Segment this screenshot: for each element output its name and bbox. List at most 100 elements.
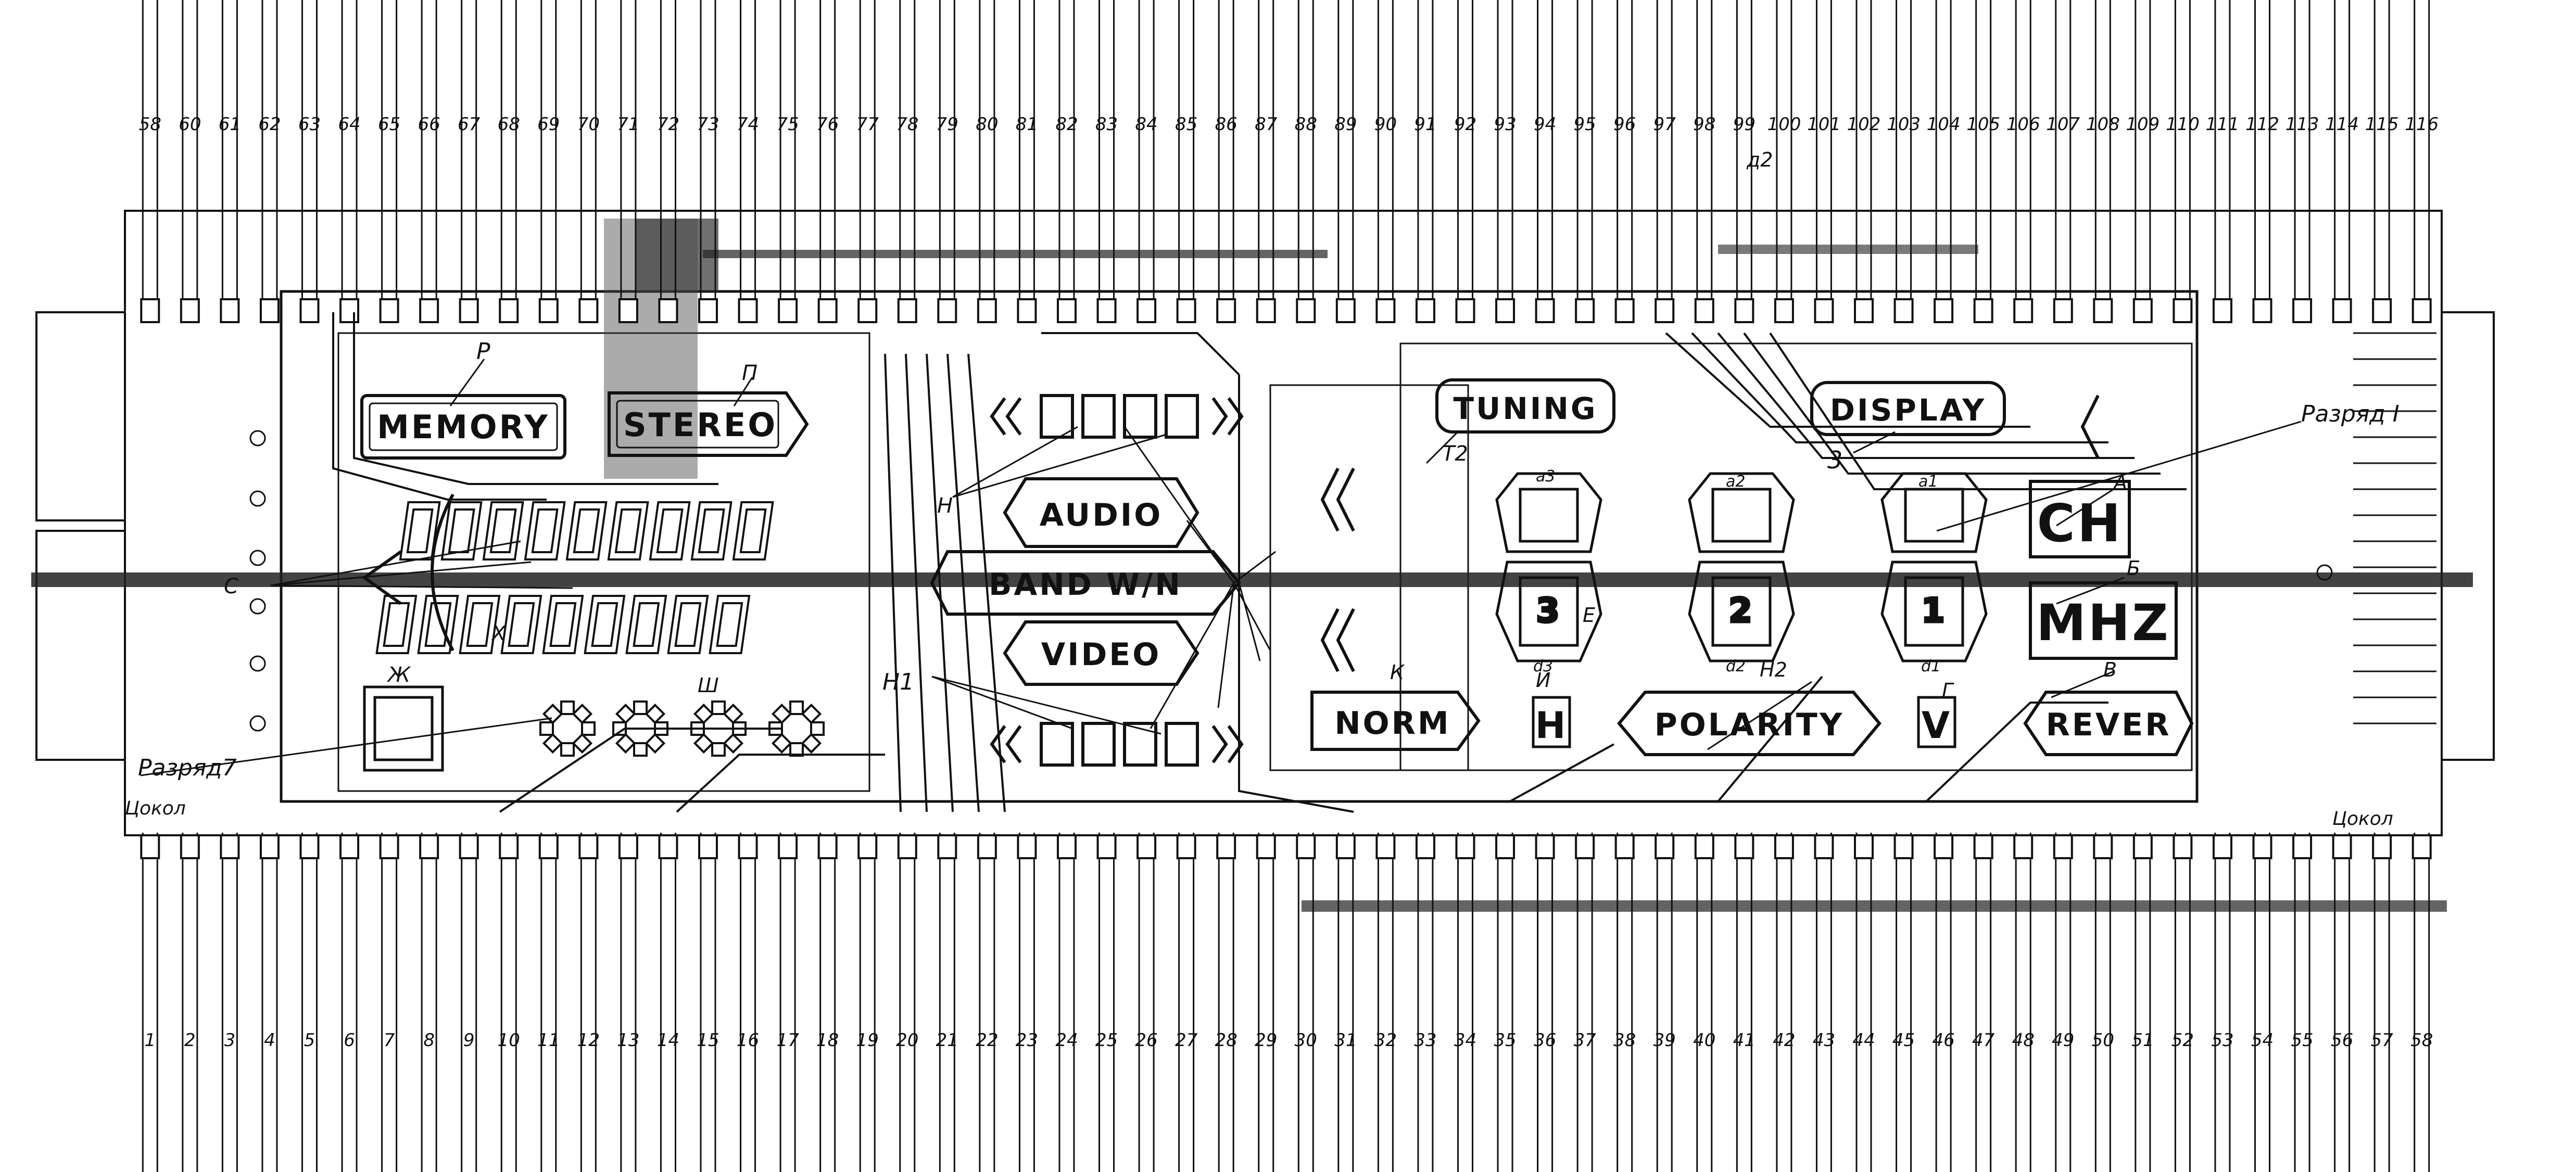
display-label: DISPLAY	[1830, 392, 1986, 428]
pin-label: 97	[1653, 114, 1676, 135]
pin-label: 36	[1534, 1030, 1556, 1051]
pin-label: 23	[1016, 1030, 1038, 1051]
pin-label: 86	[1215, 114, 1238, 135]
annotation-cokol-left: Цокол	[125, 798, 186, 819]
norm-indicator: NORM	[1310, 691, 1481, 751]
pin-label: 93	[1494, 114, 1516, 135]
v-label: V	[1922, 704, 1952, 747]
top-connector-fingers	[142, 0, 2430, 299]
annotation-c: С	[224, 575, 238, 598]
annotation-a3: a3	[1536, 467, 1555, 486]
annotation-a2: a2	[1726, 473, 1745, 491]
pin-label: 108	[2086, 114, 2120, 135]
pin-label: 81	[1016, 114, 1038, 135]
memory-indicator: MEMORY	[360, 394, 566, 460]
pin-label: 111	[2206, 114, 2240, 135]
pin-label: 89	[1334, 114, 1357, 135]
pin-label: 87	[1255, 114, 1278, 135]
top-pads	[140, 298, 2432, 323]
pin-label: 6	[344, 1030, 355, 1051]
band-label: BAND W/N	[989, 567, 1182, 602]
pin-label: 83	[1095, 114, 1118, 135]
pin-label: 46	[1932, 1030, 1954, 1051]
rever-indicator: REVER	[2023, 691, 2194, 756]
pin-label: 28	[1215, 1030, 1238, 1051]
pin-label: 26	[1135, 1030, 1157, 1051]
tuning-indicator: TUNING	[1435, 378, 1615, 434]
pin-label: 24	[1055, 1030, 1078, 1051]
annotation-h2: Н2	[1760, 658, 1787, 681]
pin-label: 70	[577, 114, 600, 135]
pin-label: 92	[1454, 114, 1476, 135]
annotation-x: Х	[491, 622, 506, 645]
display-indicator: DISPLAY	[1810, 381, 2006, 436]
annotation-razryad1: Разряд I	[2301, 401, 2400, 427]
pin-label: 37	[1574, 1030, 1597, 1051]
pin-label: 21	[936, 1030, 958, 1051]
video-label: VIDEO	[1041, 636, 1161, 673]
star-segment-clusters	[539, 700, 825, 757]
pin-label: 40	[1693, 1030, 1715, 1051]
pin-label: 34	[1454, 1030, 1476, 1051]
pin-label: 56	[2331, 1030, 2353, 1051]
pin-label: 33	[1414, 1030, 1436, 1051]
h-indicator: H	[1532, 696, 1571, 748]
stereo-label: STEREO	[623, 406, 777, 444]
small-digit-box	[363, 685, 444, 772]
pin-label: 61	[219, 114, 241, 135]
pin-label: 18	[816, 1030, 839, 1051]
pin-label: 80	[976, 114, 998, 135]
pin-label: 7	[384, 1030, 395, 1051]
pin-label: 50	[2092, 1030, 2114, 1051]
scan-stains	[31, 219, 2473, 912]
bottom-connector-fingers	[142, 833, 2430, 1172]
pin-label: 62	[258, 114, 281, 135]
pin-label: 110	[2166, 114, 2200, 135]
pin-label: 115	[2365, 114, 2399, 135]
audio-indicator: AUDIO	[1003, 477, 1199, 548]
pin-label: 43	[1813, 1030, 1835, 1051]
pin-label: 102	[1847, 114, 1881, 135]
band-indicator: BAND W/N	[930, 550, 1241, 616]
pin-label: 38	[1613, 1030, 1636, 1051]
annotation-p: Р	[476, 338, 490, 365]
annotation-d2: д2	[1746, 148, 1773, 171]
pin-label: 101	[1807, 114, 1841, 135]
pin-label: 19	[856, 1030, 879, 1051]
annotation-pi: П	[742, 361, 757, 385]
pin-label: 107	[2046, 114, 2080, 135]
pin-label: 77	[856, 114, 879, 135]
pin-label: 76	[816, 114, 839, 135]
pin-label: 79	[936, 114, 958, 135]
pin-label: 9	[463, 1030, 475, 1051]
pin-label: 84	[1135, 114, 1157, 135]
pin-label: 94	[1534, 114, 1556, 135]
pin-label: 30	[1295, 1030, 1317, 1051]
pin-label: 31	[1334, 1030, 1357, 1051]
annotation-g: Г	[1942, 679, 1954, 702]
pin-label: 78	[896, 114, 918, 135]
pin-label: 99	[1733, 114, 1756, 135]
pin-label: 72	[657, 114, 679, 135]
pin-label: 51	[2131, 1030, 2154, 1051]
pin-label: 82	[1055, 114, 1078, 135]
annotation-a1: a1	[1918, 473, 1938, 491]
pin-label: 75	[776, 114, 799, 135]
leader-lines	[140, 359, 2302, 776]
pin-label: 5	[304, 1030, 315, 1051]
pin-label: 114	[2325, 114, 2359, 135]
pin-label: 15	[697, 1030, 719, 1051]
pin-label: 41	[1733, 1030, 1756, 1051]
pin-label: 8	[423, 1030, 435, 1051]
pin-label: 22	[976, 1030, 998, 1051]
annotation-d1: d1	[1921, 657, 1941, 676]
polarity-label: POLARITY	[1655, 707, 1845, 743]
annotation-sh: Ш	[698, 674, 719, 697]
annotation-k: К	[1390, 661, 1405, 684]
bar-graph-segments	[375, 501, 774, 654]
digit-d2: 2	[1688, 472, 1795, 663]
pin-label: 35	[1494, 1030, 1516, 1051]
mhz-label: MHZ	[2036, 594, 2170, 652]
